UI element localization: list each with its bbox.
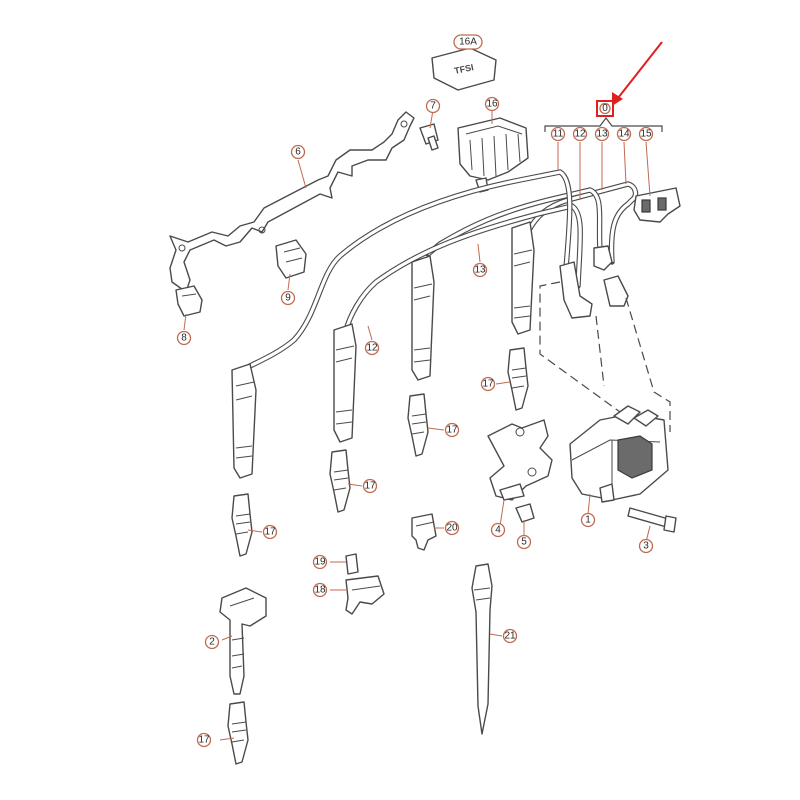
cover-plate-text: TFSI xyxy=(453,62,474,76)
svg-text:4: 4 xyxy=(495,525,501,536)
mounting-bracket xyxy=(487,419,553,501)
svg-text:5: 5 xyxy=(521,537,527,548)
callout-15: 15 xyxy=(638,126,654,142)
svg-text:17: 17 xyxy=(264,527,276,538)
svg-text:13: 13 xyxy=(474,265,486,276)
ignition-coil-unit xyxy=(569,405,669,503)
callout-17-b: 17 xyxy=(444,422,460,438)
glow-plug xyxy=(471,563,493,735)
svg-text:17: 17 xyxy=(446,425,458,436)
callout-17-c: 17 xyxy=(362,478,378,494)
spark-plug-e xyxy=(227,701,249,765)
sensor-20 xyxy=(411,513,437,551)
callout-0-highlighted: 0 xyxy=(596,100,614,117)
callout-17-a: 17 xyxy=(480,376,496,392)
callout-20: 20 xyxy=(444,520,460,536)
sensor-18 xyxy=(345,575,385,615)
svg-text:16A: 16A xyxy=(459,37,477,48)
bolt xyxy=(419,123,439,151)
callout-19: 19 xyxy=(312,554,328,570)
svg-text:9: 9 xyxy=(285,293,291,304)
spark-plug-c xyxy=(329,449,351,513)
callout-17-d: 17 xyxy=(262,524,278,540)
callout-13-top: 13 xyxy=(594,126,610,142)
highlight-arrow xyxy=(612,41,663,106)
ignition-wire-set xyxy=(243,169,639,371)
wire-retainer-clip xyxy=(633,187,681,223)
callout-11: 11 xyxy=(550,126,566,142)
svg-text:7: 7 xyxy=(430,101,436,112)
svg-text:1: 1 xyxy=(585,515,591,526)
svg-text:17: 17 xyxy=(364,481,376,492)
callout-7: 7 xyxy=(425,98,441,114)
callout-3: 3 xyxy=(638,538,654,554)
svg-text:11: 11 xyxy=(553,129,564,140)
plug-boot-1 xyxy=(231,363,257,479)
plug-boot-2 xyxy=(333,323,357,443)
svg-text:2: 2 xyxy=(209,637,215,648)
callout-4: 4 xyxy=(490,522,506,538)
callout-16: 16 xyxy=(484,96,500,112)
callout-14: 14 xyxy=(616,126,632,142)
plug-boot-4 xyxy=(511,221,535,335)
svg-text:0: 0 xyxy=(602,103,608,114)
callout-1: 1 xyxy=(580,512,596,528)
svg-text:17: 17 xyxy=(482,379,494,390)
holder-clip-8 xyxy=(175,285,203,317)
sensor-bolt xyxy=(345,553,359,575)
callout-12-mid: 12 xyxy=(364,340,380,356)
cable-guide-rail xyxy=(169,111,415,293)
svg-text:19: 19 xyxy=(314,557,326,568)
svg-text:8: 8 xyxy=(181,333,187,344)
svg-text:15: 15 xyxy=(640,129,652,140)
wire-set-bracket xyxy=(544,117,663,132)
coil-assembly-outline xyxy=(539,281,671,432)
svg-text:3: 3 xyxy=(643,541,649,552)
svg-text:20: 20 xyxy=(446,523,458,534)
svg-text:21: 21 xyxy=(504,631,516,642)
spark-plug-d xyxy=(231,493,253,557)
svg-text:16: 16 xyxy=(486,99,498,110)
callout-13-mid: 13 xyxy=(472,262,488,278)
svg-text:12: 12 xyxy=(366,343,378,354)
cover-plate: TFSI xyxy=(431,47,497,91)
callout-18: 18 xyxy=(312,582,328,598)
spark-plug-a xyxy=(507,347,529,411)
callout-9: 9 xyxy=(280,290,296,306)
callout-12-top: 12 xyxy=(572,126,588,142)
spark-plug-b xyxy=(407,393,429,457)
svg-text:6: 6 xyxy=(295,147,301,158)
plug-boot-3 xyxy=(411,255,435,381)
bracket-bolt xyxy=(515,503,535,523)
callout-16a: 16A xyxy=(453,34,483,50)
svg-text:14: 14 xyxy=(618,129,630,140)
svg-text:18: 18 xyxy=(314,585,326,596)
coil-bolt xyxy=(627,507,677,533)
svg-text:13: 13 xyxy=(596,129,608,140)
holder-clip-9 xyxy=(275,239,307,279)
callout-21: 21 xyxy=(502,628,518,644)
svg-text:17: 17 xyxy=(198,735,210,746)
callout-6: 6 xyxy=(290,144,306,160)
callout-2: 2 xyxy=(204,634,220,650)
svg-text:12: 12 xyxy=(574,129,586,140)
pencil-ignition-coil xyxy=(219,587,267,695)
callout-8: 8 xyxy=(176,330,192,346)
callout-5: 5 xyxy=(516,534,532,550)
callout-17-e: 17 xyxy=(196,732,212,748)
